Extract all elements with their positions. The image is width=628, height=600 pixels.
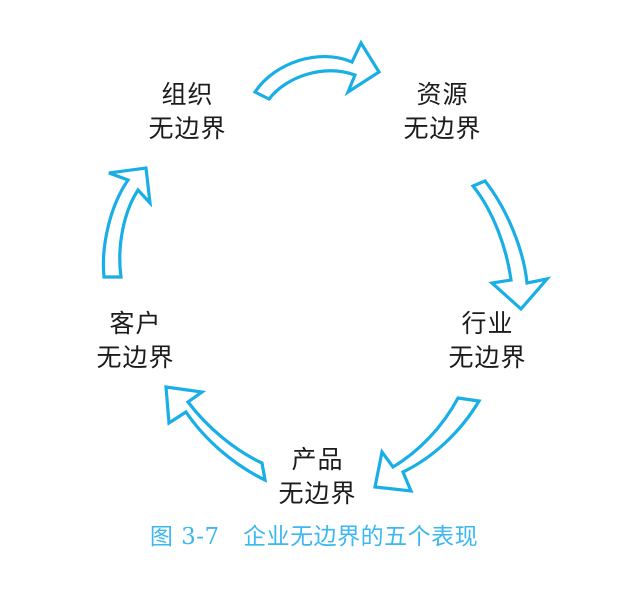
node-label-resource: 资源 无边界 bbox=[355, 78, 530, 146]
node-industry-line2: 无边界 bbox=[448, 343, 527, 372]
node-organization-line2: 无边界 bbox=[148, 114, 227, 143]
node-customer-line2: 无边界 bbox=[96, 343, 175, 372]
node-product-line2: 无边界 bbox=[278, 479, 357, 508]
arrow-industry-to-product-icon bbox=[373, 396, 482, 493]
node-label-product: 产品 无边界 bbox=[230, 443, 405, 511]
arrow-product-to-customer-icon bbox=[164, 385, 268, 483]
node-product-line1: 产品 bbox=[291, 445, 344, 474]
node-organization-line1: 组织 bbox=[161, 80, 214, 109]
node-label-customer: 客户 无边界 bbox=[48, 307, 223, 375]
node-industry-line1: 行业 bbox=[461, 309, 514, 338]
arrow-customer-to-organization-icon bbox=[101, 166, 153, 279]
arrow-organization-to-resource-icon bbox=[252, 39, 382, 102]
arrow-resource-to-industry-icon bbox=[470, 179, 552, 312]
node-label-organization: 组织 无边界 bbox=[100, 78, 275, 146]
node-label-industry: 行业 无边界 bbox=[400, 307, 575, 375]
figure-caption: 图 3-7 企业无边界的五个表现 bbox=[149, 524, 479, 550]
node-resource-line2: 无边界 bbox=[403, 114, 482, 143]
node-customer-line1: 客户 bbox=[109, 309, 162, 338]
node-resource-line1: 资源 bbox=[416, 80, 469, 109]
